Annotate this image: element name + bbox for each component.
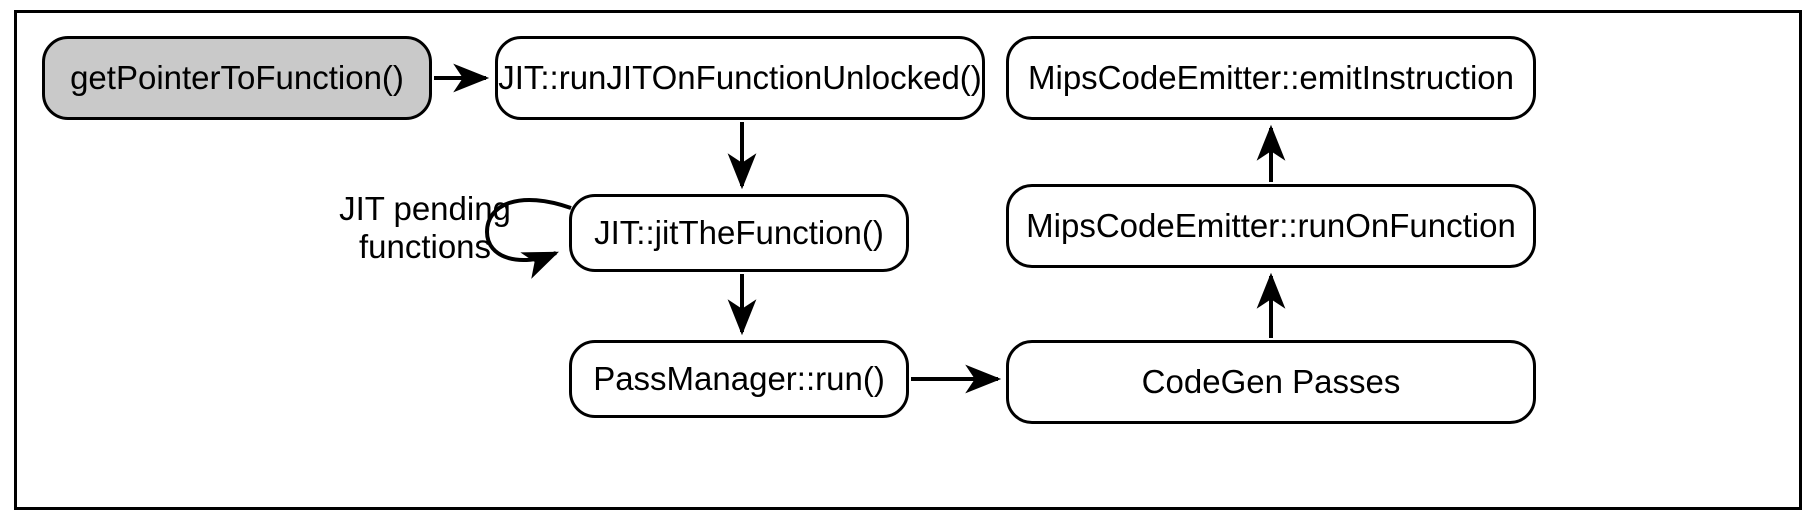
node-pass-manager-run[interactable]: PassManager::run() <box>569 340 909 418</box>
node-run-jit-on-function-unlocked[interactable]: JIT::runJITOnFunctionUnlocked() <box>495 36 985 120</box>
node-codegen-passes[interactable]: CodeGen Passes <box>1006 340 1536 424</box>
node-mips-code-emitter-emit-instruction[interactable]: MipsCodeEmitter::emitInstruction <box>1006 36 1536 120</box>
edge-label-jit-pending-functions: JIT pending functions <box>339 190 511 265</box>
node-get-pointer-to-function[interactable]: getPointerToFunction() <box>42 36 432 120</box>
node-jit-the-function[interactable]: JIT::jitTheFunction() <box>569 194 909 272</box>
node-mips-code-emitter-run-on-function[interactable]: MipsCodeEmitter::runOnFunction <box>1006 184 1536 268</box>
